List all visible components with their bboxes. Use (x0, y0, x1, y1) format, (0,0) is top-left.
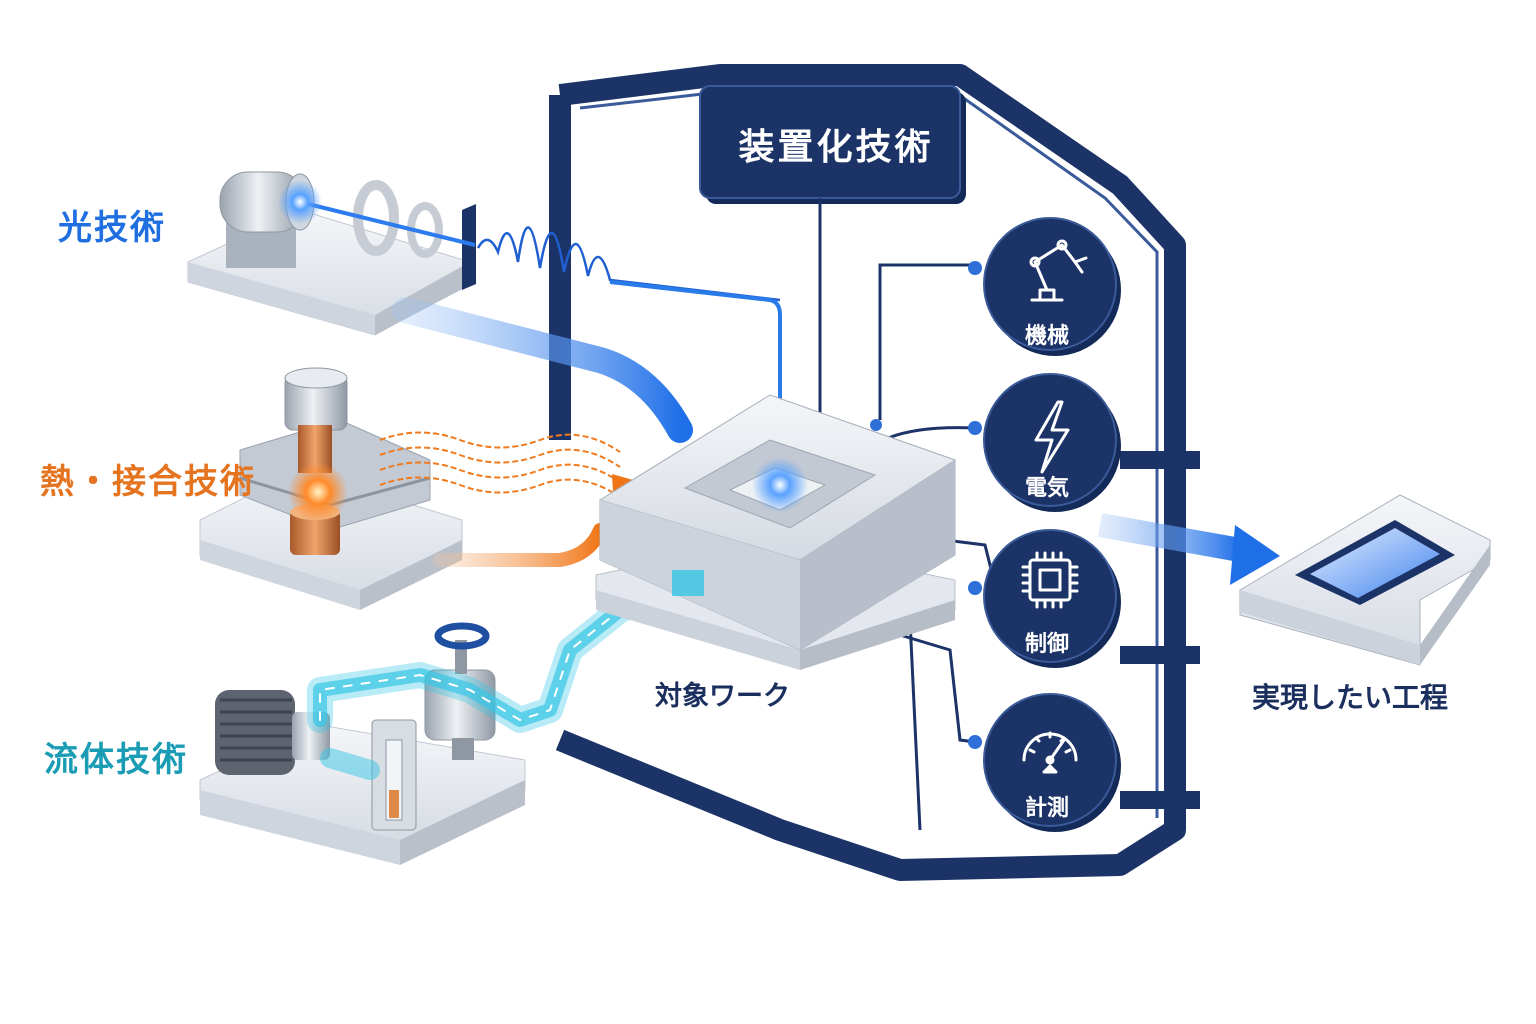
light-wave (476, 226, 781, 302)
fluid-station (199, 622, 526, 865)
label-control: 制御 (1024, 632, 1069, 657)
label-target-work: 対象ワーク (655, 681, 790, 712)
gauge-icon (1022, 731, 1078, 774)
label-electrical: 電気 (1024, 476, 1069, 501)
robot-arm-icon (1029, 239, 1088, 302)
module-measurement (983, 693, 1121, 832)
equipment-title-box (699, 85, 966, 420)
heat-station (199, 367, 463, 610)
label-target-process: 実現したい工程 (1252, 681, 1449, 714)
process-panel (1239, 494, 1491, 666)
output-arrow (1097, 513, 1280, 585)
label-light-technology: 光技術 (58, 208, 166, 248)
fluid-pipe (307, 567, 703, 780)
heat-waves (379, 431, 621, 498)
label-measurement: 計測 (1024, 796, 1069, 821)
module-control (983, 529, 1121, 668)
chip-icon (1021, 551, 1079, 609)
label-equipment-technology: 装置化技術 (738, 127, 934, 168)
work-block (595, 394, 957, 670)
label-mechanical: 機械 (1024, 324, 1069, 349)
label-fluid-technology: 流体技術 (44, 740, 188, 780)
label-heat-bonding-technology: 熱・接合技術 (40, 462, 256, 502)
lightning-icon (1034, 400, 1070, 474)
